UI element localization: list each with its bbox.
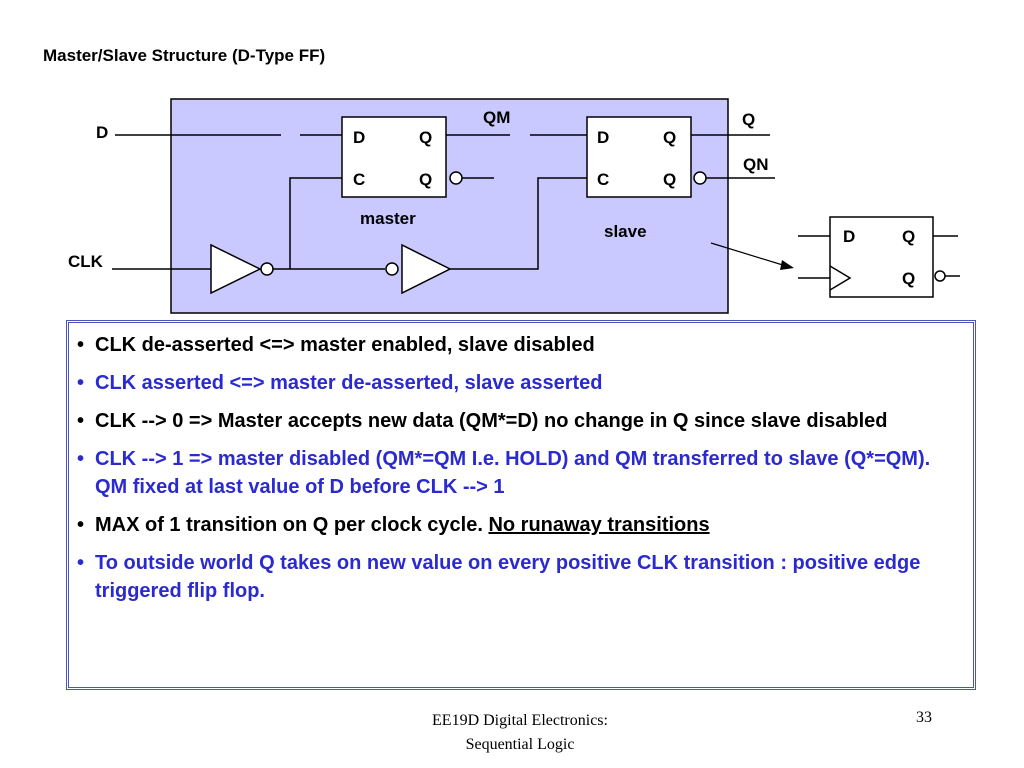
signal-qn-label: QN xyxy=(743,155,769,174)
slave-pin-c: C xyxy=(597,170,609,189)
footer-line-2: Sequential Logic xyxy=(465,736,575,753)
master-pin-c: C xyxy=(353,170,365,189)
bullet-text: CLK --> 0 => Master accepts new data (QM… xyxy=(95,410,888,432)
signal-d-label: D xyxy=(96,123,108,142)
bullet-underlined-text: No runaway transitions xyxy=(488,514,710,536)
clk-buffer-bubble xyxy=(385,262,399,276)
bullet-list: • CLK de-asserted <=> master enabled, sla… xyxy=(66,320,976,690)
bullet-dot: • xyxy=(77,410,85,432)
bullet-item: • CLK de-asserted <=> master enabled, sla… xyxy=(77,331,963,359)
clk-inverter xyxy=(210,243,262,295)
bullet-text: CLK de-asserted <=> master enabled, slav… xyxy=(95,334,595,356)
bullet-text: To outside world Q takes on new value on… xyxy=(95,552,921,602)
bullet-text: CLK asserted <=> master de-asserted, sla… xyxy=(95,372,603,394)
symbol-clock-triangle xyxy=(829,265,852,291)
bullet-item: • To outside world Q takes on new value o… xyxy=(77,549,963,605)
signal-clk-label: CLK xyxy=(68,252,104,271)
slave-clock-wire xyxy=(450,177,587,270)
bullet-dot: • xyxy=(77,514,85,536)
clk-inverter-bubble xyxy=(260,262,274,276)
bullet-item: • CLK asserted <=> master de-asserted, sl… xyxy=(77,369,963,397)
bullet-dot: • xyxy=(77,372,85,394)
bullet-dot: • xyxy=(77,334,85,356)
slave-qn-bubble xyxy=(693,171,707,185)
signal-qm-label: QM xyxy=(483,108,510,127)
master-pin-d: D xyxy=(353,128,365,147)
slide-footer: EE19D Digital Electronics: Sequential Lo… xyxy=(380,709,660,757)
symbol-pin-d: D xyxy=(843,227,855,246)
master-qn-bubble xyxy=(449,171,463,185)
symbol-pointer-arrowhead xyxy=(780,260,794,270)
bullet-dot: • xyxy=(77,552,85,574)
bullet-dot: • xyxy=(77,448,85,470)
slave-caption: slave xyxy=(604,222,647,241)
slave-pin-d: D xyxy=(597,128,609,147)
symbol-pin-qn: Q xyxy=(902,269,915,288)
footer-line-1: EE19D Digital Electronics: xyxy=(432,712,608,729)
signal-q-label: Q xyxy=(742,110,755,129)
bullet-text: CLK --> 1 => master disabled (QM*=QM I.e… xyxy=(95,448,931,498)
bullet-item: • CLK --> 1 => master disabled (QM*=QM I.… xyxy=(77,445,963,501)
bullet-item: • MAX of 1 transition on Q per clock cycl… xyxy=(77,511,963,539)
slave-latch xyxy=(586,116,692,198)
page-number: 33 xyxy=(916,709,932,726)
dff-symbol xyxy=(829,216,934,298)
clk-buffer xyxy=(401,243,452,295)
symbol-pointer-line xyxy=(710,242,787,267)
master-caption: master xyxy=(360,209,416,228)
slave-pin-qn: Q xyxy=(663,170,676,189)
master-pin-q: Q xyxy=(419,128,432,147)
symbol-qn-bubble xyxy=(934,270,946,282)
slide-title: Master/Slave Structure (D-Type FF) xyxy=(43,46,326,65)
symbol-pin-q: Q xyxy=(902,227,915,246)
master-clock-wire xyxy=(289,177,342,269)
master-slave-diagram: D Q C Q master D Q C Q slave D QM Q QN C… xyxy=(68,98,960,314)
bullet-item: • CLK --> 0 => Master accepts new data (Q… xyxy=(77,407,963,435)
slave-pin-q: Q xyxy=(663,128,676,147)
master-latch xyxy=(341,116,447,198)
bullet-text: MAX of 1 transition on Q per clock cycle… xyxy=(95,514,483,536)
master-pin-qn: Q xyxy=(419,170,432,189)
